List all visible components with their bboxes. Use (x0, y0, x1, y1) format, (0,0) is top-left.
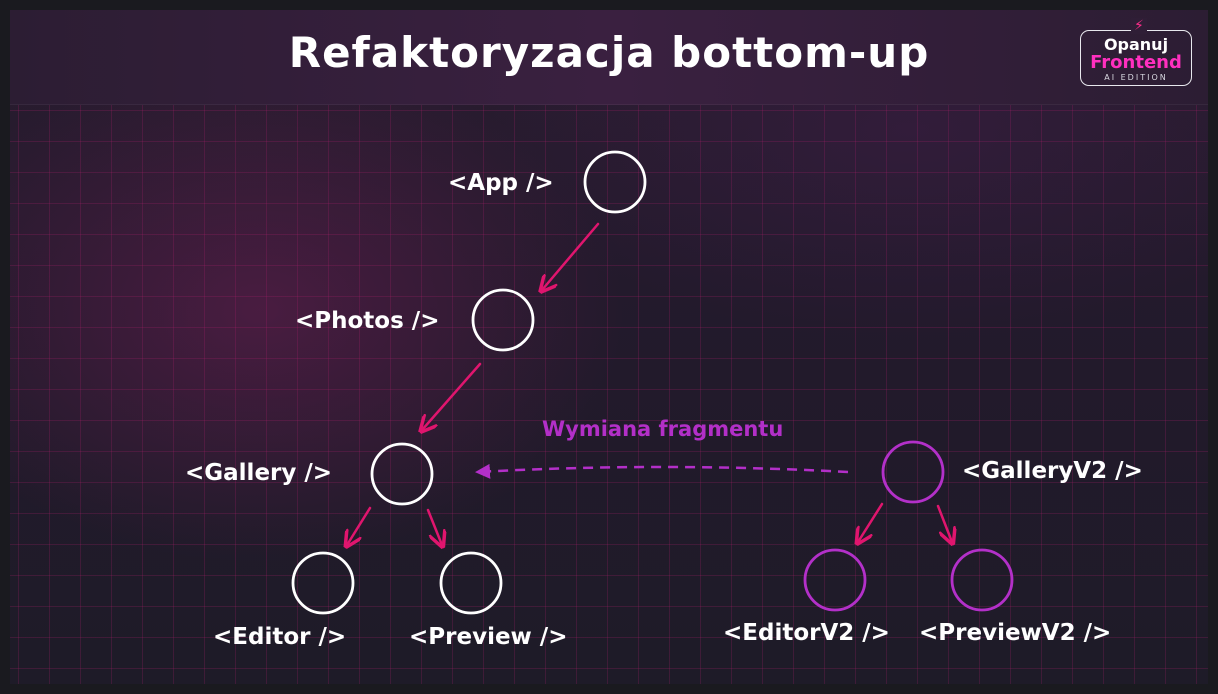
lightning-icon: ⚡ (1131, 18, 1147, 34)
arrow-app-to-photos (542, 222, 600, 290)
slide-title: Refaktoryzacja bottom-up (288, 28, 930, 77)
arrow-gallery-to-editor (347, 506, 372, 545)
label-app: <App /> (448, 170, 554, 196)
node-app (583, 150, 647, 214)
opanuj-frontend-logo: ⚡ Opanuj Frontend AI EDITION (1080, 18, 1192, 86)
label-preview: <Preview /> (409, 624, 567, 650)
arrow-photos-to-gallery (422, 362, 482, 430)
logo-line-frontend: Frontend (1090, 52, 1182, 73)
node-preview (439, 551, 503, 615)
label-previewv2: <PreviewV2 /> (919, 620, 1111, 646)
logo-line-edition: AI EDITION (1104, 73, 1168, 82)
node-photos (471, 288, 535, 352)
arrow-galleryv2-to-editorv2 (858, 502, 884, 542)
annotation-replacement: Wymiana fragmentu (542, 417, 783, 441)
label-galleryv2: <GalleryV2 /> (962, 458, 1143, 484)
label-photos: <Photos /> (295, 308, 439, 334)
slide: Refaktoryzacja bottom-up ⚡ Opanuj Fronte… (10, 10, 1208, 684)
component-tree-diagram: <App /> <Photos /> <Gallery /> <Editor /… (185, 150, 1143, 650)
node-galleryv2 (881, 440, 945, 504)
logo-line-opanuj: Opanuj (1103, 35, 1169, 54)
node-previewv2 (950, 548, 1014, 612)
background-grid (10, 104, 1208, 684)
slide-header: Refaktoryzacja bottom-up ⚡ Opanuj Fronte… (10, 10, 1208, 105)
arrow-replacement-dashed (475, 463, 849, 479)
node-gallery (370, 442, 434, 506)
arrow-galleryv2-to-previewv2 (936, 504, 952, 542)
label-editor: <Editor /> (213, 624, 346, 650)
node-editorv2 (803, 548, 867, 612)
arrow-gallery-to-preview (426, 508, 442, 545)
node-editor (291, 551, 355, 615)
label-gallery: <Gallery /> (185, 460, 332, 486)
label-editorv2: <EditorV2 /> (723, 620, 890, 646)
